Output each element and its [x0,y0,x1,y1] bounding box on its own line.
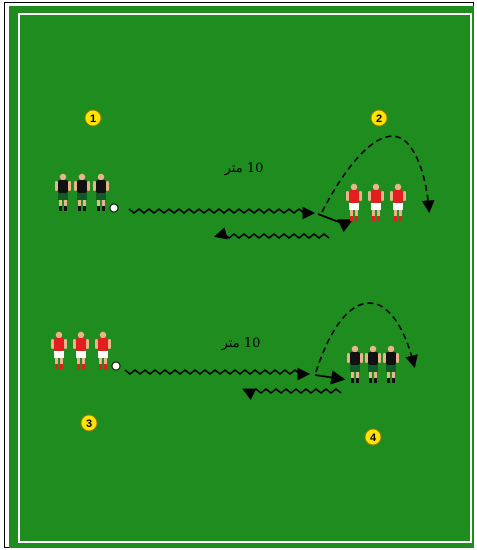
player-figure [93,173,109,211]
pitch-svg: 1 2 3 4 10 متر 10 متر [9,6,474,548]
player-figure [74,173,90,211]
player-figure [347,345,363,383]
marker-3-label: 3 [86,418,92,430]
player-figure [51,331,67,369]
player-figure [346,183,362,221]
pass-line-top [317,213,345,225]
distance-label-bottom: 10 متر [221,336,261,351]
pass-arrow-top [337,219,354,233]
player-group-bottom-left [51,331,121,371]
soccer-field: 1 2 3 4 10 متر 10 متر [9,0,474,550]
distance-label-top: 10 متر [224,161,264,176]
player-figure [368,183,384,221]
marker-4: 4 [364,428,382,446]
player-group-bottom-right [347,345,399,383]
marker-2-label: 2 [376,113,382,125]
player-figure [55,173,71,211]
ball-icon [111,361,121,371]
return-path-bottom [242,387,342,401]
player-figure [383,345,399,383]
dribble-path-bottom [124,367,311,381]
run-path-bottom [315,302,418,373]
marker-2: 2 [370,109,388,127]
marker-1: 1 [84,109,102,127]
dribble-path-top [128,206,316,220]
player-figure [390,183,406,221]
grass-background [9,6,474,548]
player-group-top-left [55,173,119,213]
player-figure [365,345,381,383]
return-path-top [213,227,330,240]
pass-arrow-bottom [314,370,346,385]
player-figure [73,331,89,369]
ball-icon [109,203,119,213]
marker-3: 3 [80,414,98,432]
player-group-top-right [346,183,406,221]
marker-4-label: 4 [370,432,377,444]
marker-1-label: 1 [90,113,96,125]
field-boundary-line [18,13,472,543]
players-layer [51,173,406,383]
player-figure [95,331,111,369]
